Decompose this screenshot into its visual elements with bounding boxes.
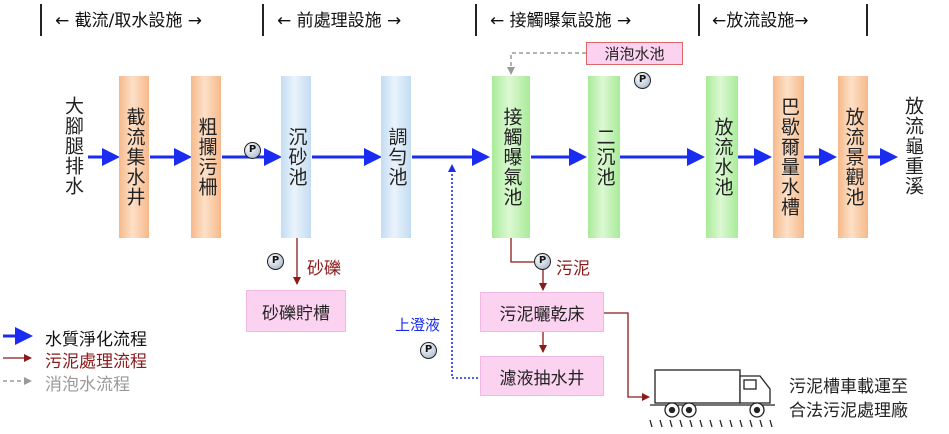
header-divider-1 (262, 4, 264, 36)
header-section-pretreatment: ← 前處理設施 → (277, 11, 402, 31)
pump-icon-grit-sludge: P (267, 253, 284, 270)
aux-sludge-drying-bed[interactable]: 污泥曬乾床 (480, 292, 604, 332)
header-section-intake: ← 截流/取水設施 → (55, 11, 203, 31)
unit-grit-chamber-label: 沉砂池 (285, 127, 308, 187)
sludge-arrow-bed-to-truck (604, 312, 650, 401)
grit-flow-label: 砂礫 (307, 259, 341, 279)
supernatant-flow-label: 上澄液 (395, 316, 441, 334)
aux-filtrate-pump-well[interactable]: 濾液抽水井 (480, 356, 604, 396)
unit-parshall-flume[interactable]: 巴歇爾量水槽 (773, 76, 804, 238)
aux-grit-storage-label: 砂礫貯槽 (262, 303, 330, 324)
sludge-arrow-aeration-to-bed (510, 238, 547, 291)
unit-discharge-tank-label: 放流水池 (711, 117, 734, 197)
header-divider-2 (475, 4, 477, 36)
unit-grit-chamber[interactable]: 沉砂池 (281, 76, 311, 238)
unit-secondary-clarifier-label: 二沉池 (593, 127, 616, 187)
legend-label-sludge: 污泥處理流程 (45, 352, 147, 372)
legend-label-defoam: 消泡水流程 (45, 375, 130, 395)
aux-grit-storage[interactable]: 砂礫貯槽 (246, 290, 346, 332)
unit-equalization-tank-label: 調勻池 (385, 127, 408, 187)
defoam-arrow-tank-to-aeration (507, 52, 586, 75)
header-section-discharge: ←放流設施→ (712, 11, 809, 31)
truck-caption-line1: 污泥槽車載運至 (789, 377, 908, 397)
aux-defoam-tank-label: 消泡水池 (604, 45, 665, 63)
supernatant-return-line (448, 164, 478, 379)
unit-equalization-tank[interactable]: 調勻池 (381, 76, 411, 238)
aux-sludge-drying-bed-label: 污泥曬乾床 (499, 304, 585, 325)
header-divider-3 (698, 4, 700, 36)
unit-aeration-tank-label: 接觸曝氣池 (500, 107, 523, 207)
pump-icon-supernatant: P (420, 342, 437, 359)
unit-intercept-well-label: 截流集水井 (123, 107, 146, 207)
truck-caption-line2: 合法污泥處理廠 (789, 401, 908, 421)
unit-landscape-pond[interactable]: 放流景觀池 (838, 76, 868, 238)
aux-defoam-tank[interactable]: 消泡水池 (586, 42, 683, 65)
pump-icon-aeration-sludge: P (534, 253, 551, 270)
unit-secondary-clarifier[interactable]: 二沉池 (588, 76, 620, 238)
aux-filtrate-pump-well-label: 濾液抽水井 (499, 368, 585, 389)
unit-bar-screen[interactable]: 粗攔污柵 (191, 76, 221, 238)
destination-river-label: 放流龜重溪 (902, 96, 924, 196)
header-section-aeration: ← 接觸曝氣設施 → (490, 11, 632, 31)
sludge-flow-label: 污泥 (556, 259, 590, 279)
unit-parshall-flume-label: 巴歇爾量水槽 (778, 97, 800, 217)
header-divider-right (866, 4, 868, 36)
unit-landscape-pond-label: 放流景觀池 (842, 107, 865, 207)
truck-icon (649, 369, 775, 428)
unit-aeration-tank[interactable]: 接觸曝氣池 (492, 76, 530, 238)
unit-discharge-tank[interactable]: 放流水池 (706, 76, 738, 238)
pump-icon-grit-inlet: P (244, 142, 261, 159)
pump-icon-defoam: P (634, 72, 651, 89)
unit-bar-screen-label: 粗攔污柵 (195, 117, 218, 197)
source-drainage-label: 大腳腿排水 (62, 96, 84, 196)
header-divider-left (40, 4, 42, 36)
legend-label-water: 水質淨化流程 (45, 330, 147, 350)
unit-intercept-well[interactable]: 截流集水井 (119, 76, 149, 238)
